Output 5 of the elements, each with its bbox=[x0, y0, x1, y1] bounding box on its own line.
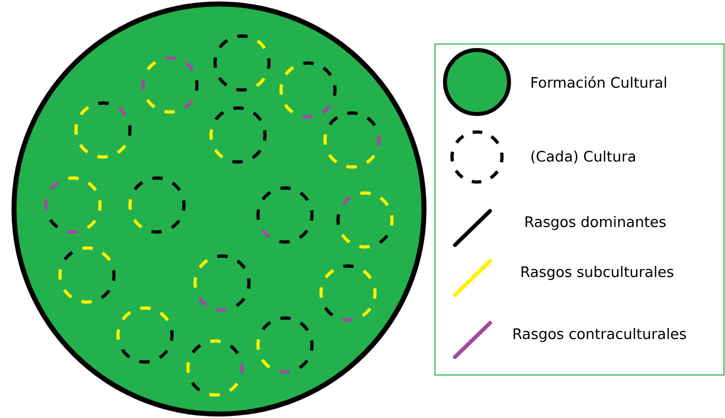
legend-label: (Cada) Cultura bbox=[531, 150, 635, 164]
legend-label: Rasgos dominantes bbox=[526, 216, 666, 230]
legend-label: Rasgos contraculturales bbox=[514, 328, 686, 342]
legend-label: Rasgos subculturales bbox=[522, 266, 674, 280]
legend-label: Formación Cultural bbox=[532, 76, 666, 88]
